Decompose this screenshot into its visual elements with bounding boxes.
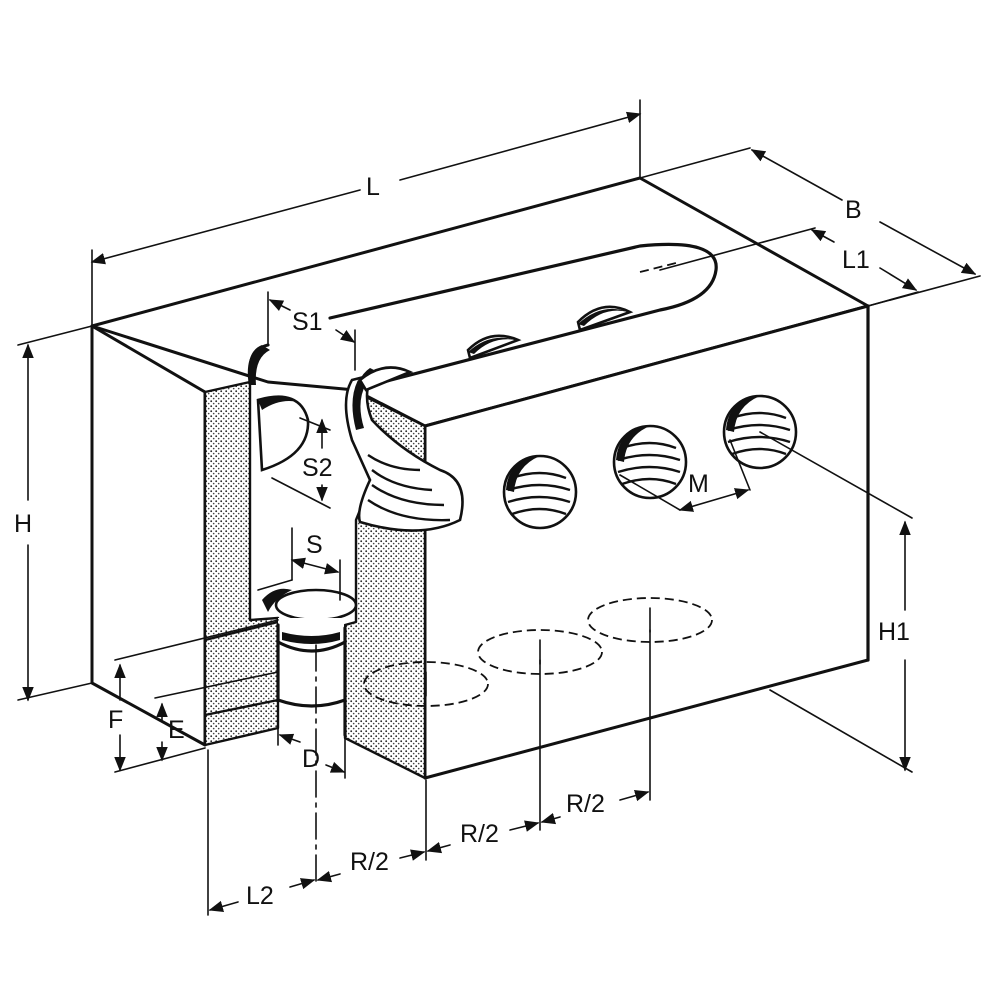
t-slot-channel [247, 305, 634, 737]
top-slot [328, 242, 718, 390]
thread-4 [367, 499, 451, 522]
slot-centerline [639, 261, 681, 273]
thread-shadow [352, 380, 366, 430]
counterbore-top [274, 588, 358, 622]
counterbore-shadow [262, 588, 292, 612]
slot-hole-2-shadow [578, 308, 628, 326]
label-L1: L1 [842, 246, 870, 274]
threaded-hole-2 [612, 424, 688, 500]
bore-ring-1 [276, 640, 347, 653]
thread-1 [367, 454, 421, 472]
slot-hole-2 [576, 305, 634, 332]
slot-hole-0 [358, 366, 414, 392]
cross-hole-shadow [258, 396, 298, 410]
slot-shadow-left [248, 345, 270, 385]
bore-shadow [282, 632, 340, 644]
slot-outline [328, 242, 718, 390]
label-L2: L2 [246, 882, 274, 910]
label-R2-a: R/2 [350, 848, 389, 876]
threaded-cut-hole [344, 373, 464, 532]
left-front-face [90, 324, 207, 747]
label-B: B [845, 196, 862, 224]
label-M: M [688, 470, 709, 498]
thread-2 [371, 469, 433, 492]
label-R2-b: R/2 [460, 820, 499, 848]
label-L: L [366, 173, 380, 201]
label-S: S [306, 531, 323, 559]
front-threaded-holes [502, 394, 798, 530]
label-S2: S2 [302, 454, 333, 482]
slot-hole-1-shadow [468, 337, 516, 354]
dimension-labels: L B L1 S1 S2 H M S H1 F E D L2 R/2 R/2 R… [14, 173, 910, 910]
hidden-bore-2 [477, 629, 603, 675]
hidden-bore-1 [363, 661, 489, 707]
threaded-hole-1 [502, 454, 578, 530]
label-H1: H1 [878, 618, 910, 646]
label-R2-c: R/2 [566, 790, 605, 818]
thread-3 [371, 484, 445, 507]
label-H: H [14, 510, 32, 538]
hidden-bore-3 [587, 597, 713, 643]
label-S1: S1 [292, 308, 323, 336]
label-E: E [168, 716, 185, 744]
slot-hole-1 [466, 334, 522, 360]
dimension-lines [17, 99, 981, 916]
label-D: D [302, 745, 320, 773]
label-F: F [108, 706, 123, 734]
bore-ring-2 [276, 698, 347, 708]
